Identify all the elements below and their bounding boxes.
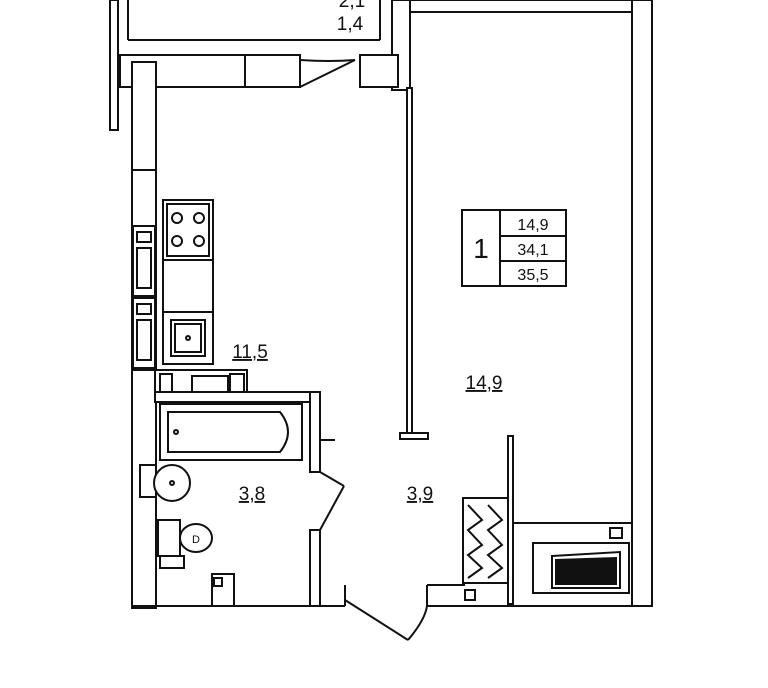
area-summary-badge [461,209,567,287]
entrance-door [344,584,476,641]
svg-text:D: D [192,534,200,546]
balcony-unit [512,522,633,607]
utility-box [211,573,235,607]
top-area-line2: 1,4 [337,14,364,35]
outer-walls [119,0,653,609]
total-area-value: 35,5 [517,267,548,284]
partition-wall [399,87,514,605]
hallway-area-label: 3,9 [407,484,433,505]
bathroom-door [319,471,345,531]
area-without-balcony-value: 34,1 [517,242,548,259]
top-area-line1: 2,1 [339,0,365,12]
room-count: 1 [473,233,489,264]
living-area-value: 14,9 [517,217,548,234]
stove [162,199,214,261]
entry-door-top [299,59,356,88]
living-area-label: 14,9 [466,373,503,394]
bathtub [159,403,303,461]
kitchen-area-label: 11,5 [232,342,268,363]
bathroom-area-label: 3,8 [239,484,265,505]
bathroom-walls [154,369,335,607]
kitchen-sink [170,319,206,357]
wardrobe [462,497,509,584]
kitchen-cabinets [132,225,156,369]
bathroom-sink [139,464,191,502]
toilet: D [157,519,213,569]
